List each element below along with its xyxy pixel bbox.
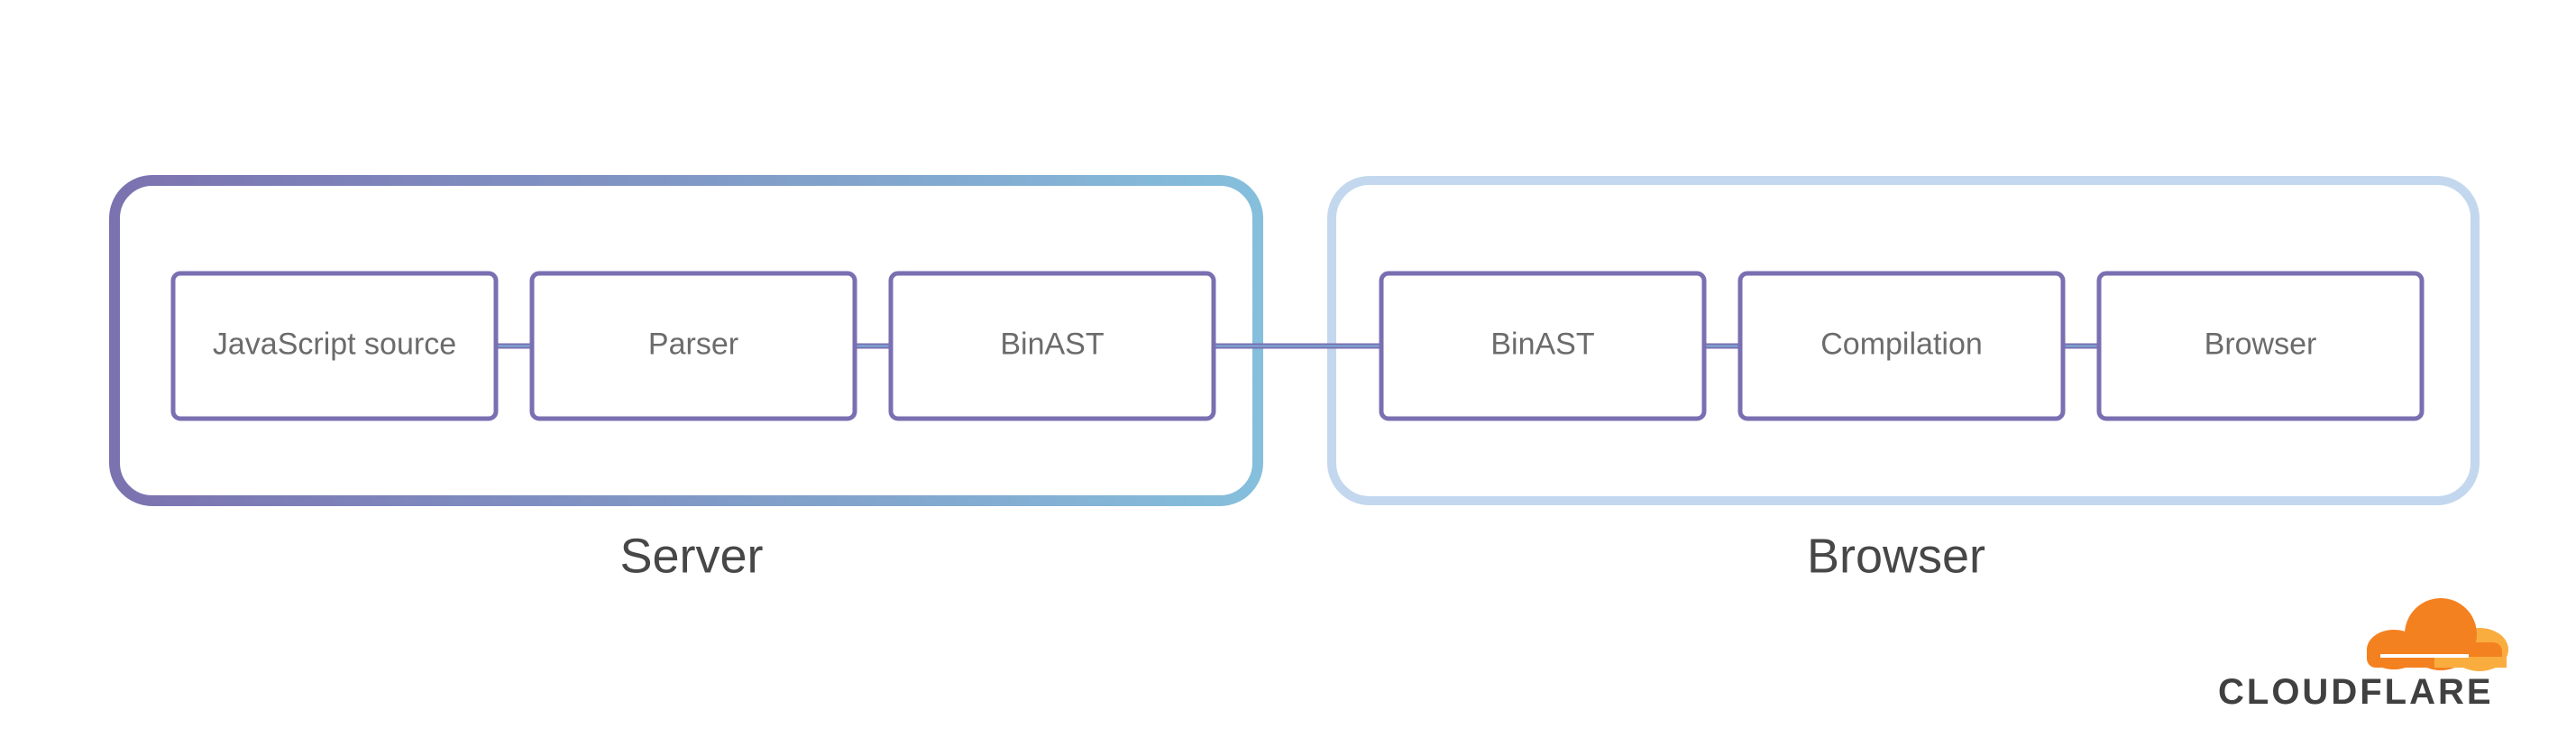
node-browser-node: Browser bbox=[2096, 271, 2425, 421]
cloudflare-logo: CLOUDFLARE bbox=[2218, 598, 2508, 712]
node-label: JavaScript source bbox=[213, 327, 456, 361]
node-label: Parser bbox=[648, 327, 738, 361]
browser-group-box bbox=[1327, 176, 2480, 505]
node-box bbox=[1379, 271, 1707, 421]
edge-binast-server-to-binast-browser bbox=[1214, 334, 1409, 358]
node-label: BinAST bbox=[1000, 327, 1104, 361]
node-label: Browser bbox=[2205, 327, 2317, 361]
cloudflare-wordmark: CLOUDFLARE bbox=[2218, 672, 2494, 712]
node-parser: Parser bbox=[529, 271, 857, 421]
node-box bbox=[2096, 271, 2425, 421]
node-box bbox=[529, 271, 857, 421]
node-js-source: JavaScript source bbox=[170, 271, 499, 421]
node-binast-browser: BinAST bbox=[1379, 271, 1707, 421]
cloud-icon bbox=[2367, 598, 2508, 671]
browser-group-label: Browser bbox=[1807, 529, 1985, 583]
node-compilation: Compilation bbox=[1737, 271, 2066, 421]
node-box bbox=[170, 271, 499, 421]
node-box bbox=[1737, 271, 2066, 421]
node-box bbox=[888, 271, 1216, 421]
node-label: BinAST bbox=[1490, 327, 1594, 361]
server-group-box bbox=[109, 175, 1263, 506]
node-binast-server: BinAST bbox=[888, 271, 1216, 421]
server-group-label: Server bbox=[619, 529, 763, 583]
node-label: Compilation bbox=[1820, 327, 1983, 361]
